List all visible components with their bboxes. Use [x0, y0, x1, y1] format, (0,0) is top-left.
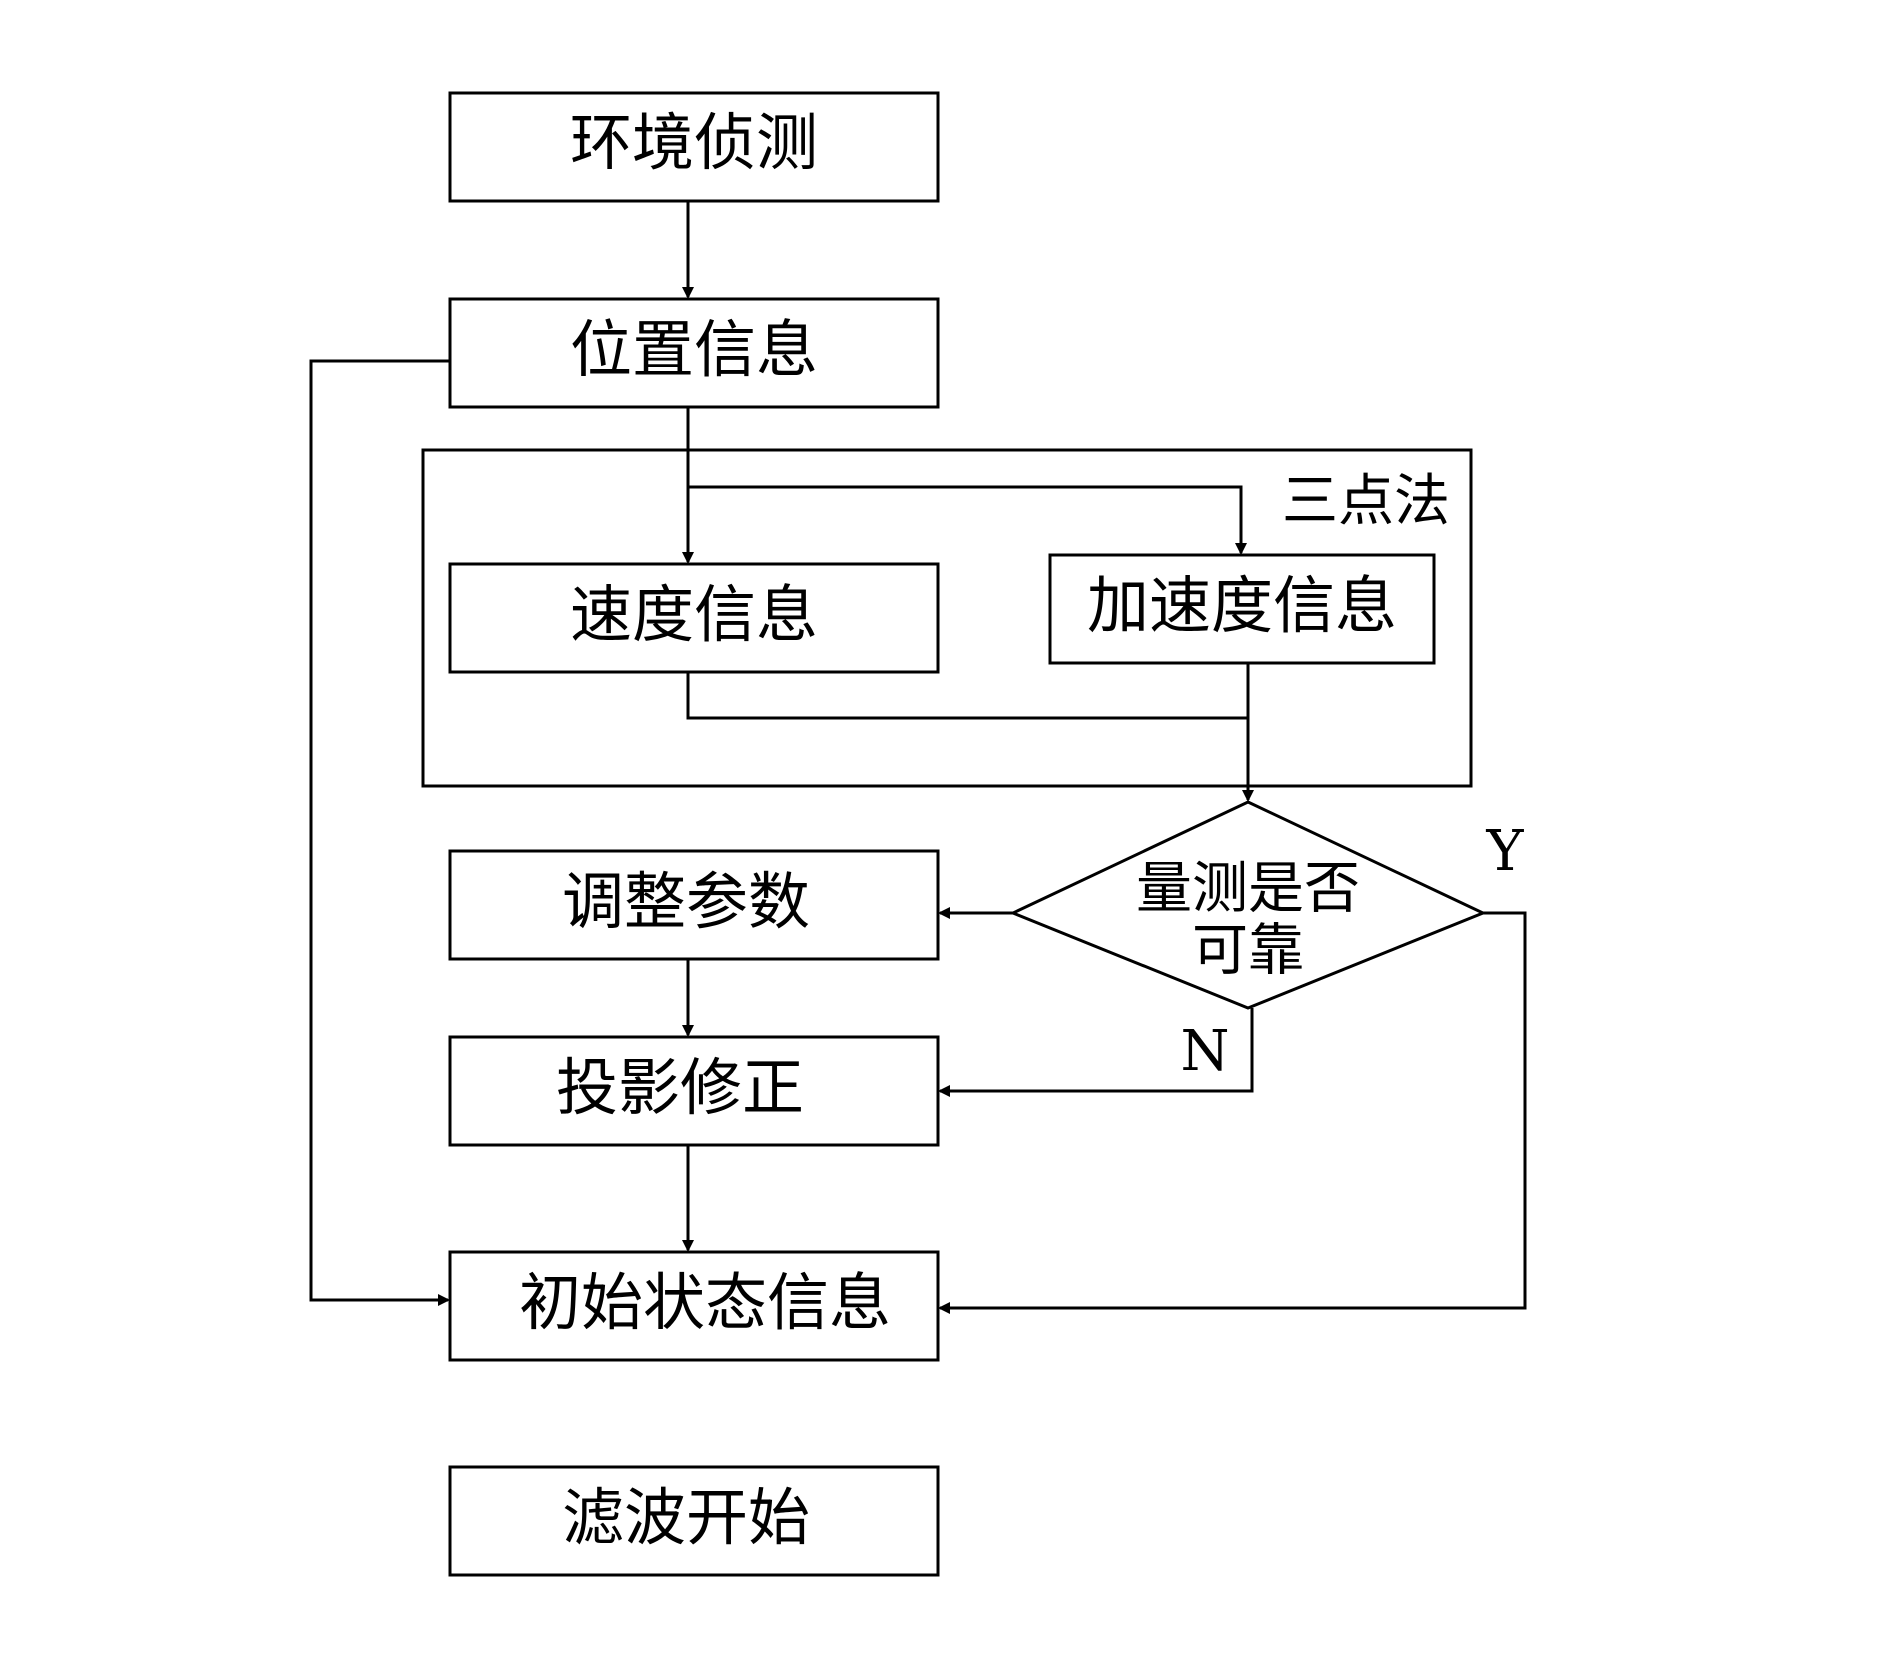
reliability-decision-line2: 可靠 — [1192, 919, 1304, 984]
arrow-decision-no-to-projection — [938, 1008, 1254, 1097]
initial-state-info-box — [448, 1250, 940, 1362]
arrow-decision-yes-to-initial — [938, 911, 1527, 1314]
adjust-params-label: 调整参数 — [562, 865, 810, 938]
velocity-info-box — [448, 562, 940, 674]
initial-state-info-label: 初始状态信息 — [519, 1266, 891, 1339]
filter-start-label: 滤波开始 — [562, 1481, 810, 1554]
projection-correction-label: 投影修正 — [556, 1051, 804, 1124]
arrow-position-to-acceleration — [688, 485, 1247, 555]
reliability-decision-diamond — [1009, 800, 1487, 1010]
three-point-method-group — [421, 448, 1473, 788]
arrow-position-bypass-to-initial — [309, 359, 450, 1306]
projection-correction-box — [448, 1035, 940, 1147]
position-info-box — [448, 297, 940, 409]
adjust-params-box — [448, 849, 940, 961]
acceleration-info-box — [1048, 553, 1436, 665]
reliability-decision-line1: 量测是否 — [1136, 857, 1360, 922]
three-point-method-label: 三点法 — [1282, 469, 1450, 534]
position-info-label: 位置信息 — [570, 313, 818, 386]
acceleration-info-label: 加速度信息 — [1087, 569, 1397, 642]
connector-velocity-join — [686, 672, 1248, 720]
environment-detect-box — [448, 91, 940, 203]
velocity-info-label: 速度信息 — [570, 578, 818, 651]
environment-detect-label: 环境侦测 — [570, 106, 818, 179]
decision-yes-label: Y — [1486, 819, 1525, 884]
filter-start-box — [448, 1465, 940, 1577]
decision-no-label: N — [1181, 1019, 1230, 1084]
